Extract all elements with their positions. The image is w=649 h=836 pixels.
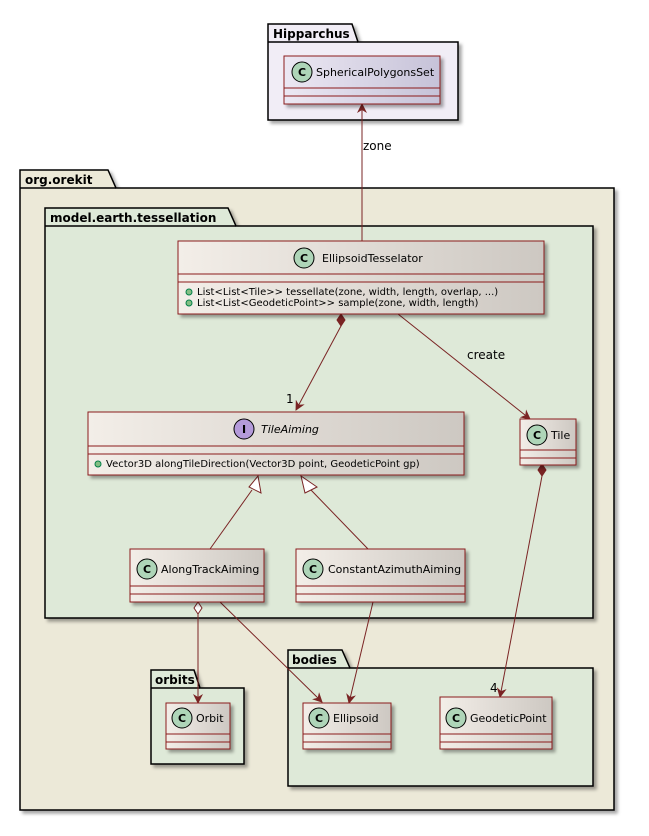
edge-generalization-constazimuth: [300, 474, 369, 550]
class-ellipsoid-tesselator: C EllipsoidTesselator List<List<Tile>> t…: [177, 240, 545, 315]
svg-text:I: I: [242, 423, 246, 436]
method-tessellate: List<List<Tile>> tessellate(zone, width,…: [197, 287, 498, 298]
public-method-icon: [94, 460, 102, 468]
edge-generalization-alongtrack: [209, 474, 262, 550]
class-name: ConstantAzimuthAiming: [328, 563, 461, 576]
class-circle-icon: [302, 558, 324, 580]
edge-create-label: create: [467, 348, 505, 362]
public-method-icon: [185, 288, 193, 296]
interface-circle-icon: [233, 418, 255, 440]
class-name: EllipsoidTesselator: [322, 252, 423, 265]
svg-text:C: C: [315, 712, 323, 725]
svg-text:C: C: [300, 252, 308, 265]
multiplicity-tileaiming: 1: [286, 392, 294, 406]
class-circle-icon: [293, 247, 315, 269]
class-geodetic-point: C GeodeticPoint: [439, 696, 553, 750]
edge-composition-tileaiming: 1: [286, 313, 346, 411]
svg-text:C: C: [309, 563, 317, 576]
edge-create: create: [397, 313, 531, 420]
class-ellipsoid: C Ellipsoid: [302, 702, 392, 750]
svg-text:C: C: [143, 563, 151, 576]
class-tile-aiming: I TileAiming Vector3D alongTileDirection…: [87, 411, 465, 476]
class-along-track-aiming: C AlongTrackAiming: [129, 548, 265, 603]
method-along-tile-direction: Vector3D alongTileDirection(Vector3D poi…: [106, 459, 420, 470]
class-circle-icon: [136, 558, 158, 580]
class-circle-icon: [171, 707, 193, 729]
edge-zone: zone: [357, 103, 392, 241]
package-org-orekit-label: org.orekit: [25, 173, 93, 187]
class-name: SphericalPolygonsSet: [316, 66, 435, 79]
package-tessellation-label: model.earth.tessellation: [50, 211, 216, 225]
method-sample: List<List<GeodeticPoint>> sample(zone, w…: [197, 298, 478, 309]
class-name: GeodeticPoint: [470, 712, 547, 725]
edge-constazimuth-ellipsoid: [346, 601, 374, 704]
class-tile: C Tile: [519, 418, 577, 466]
package-hipparchus-label: Hipparchus: [273, 27, 350, 41]
svg-text:C: C: [533, 429, 541, 442]
edge-alongtrack-ellipsoid: [219, 601, 323, 703]
class-name: TileAiming: [261, 423, 319, 436]
class-circle-icon: [445, 707, 467, 729]
class-name: Ellipsoid: [333, 712, 379, 725]
class-spherical-polygons-set: C SphericalPolygonsSet: [283, 55, 441, 105]
class-name: AlongTrackAiming: [161, 563, 259, 576]
svg-text:C: C: [298, 66, 306, 79]
class-circle-icon: [291, 61, 313, 83]
multiplicity-geodetic: 4: [490, 681, 498, 695]
class-name: Orbit: [196, 712, 224, 725]
class-circle-icon: [308, 707, 330, 729]
class-constant-azimuth-aiming: C ConstantAzimuthAiming: [295, 548, 466, 603]
class-name: Tile: [550, 429, 570, 442]
edge-zone-label: zone: [363, 139, 392, 153]
class-orbit: C Orbit: [165, 702, 231, 750]
package-bodies-label: bodies: [292, 653, 337, 667]
svg-text:C: C: [452, 712, 460, 725]
svg-text:C: C: [178, 712, 186, 725]
package-orbits-label: orbits: [155, 673, 195, 687]
public-method-icon: [185, 299, 193, 307]
class-circle-icon: [526, 424, 548, 446]
edge-aggregation-orbit: [193, 601, 203, 704]
edge-composition-geodetic: 4: [490, 463, 547, 698]
